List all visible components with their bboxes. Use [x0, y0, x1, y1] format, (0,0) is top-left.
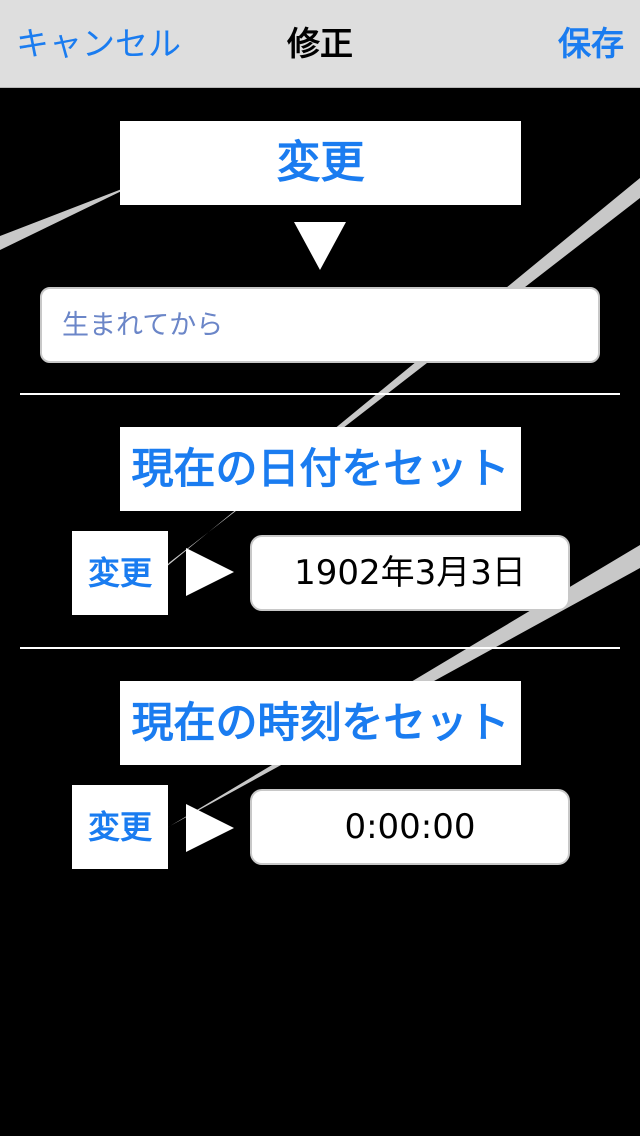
connector-line-date: [160, 178, 640, 572]
change-button-top[interactable]: 変更: [120, 121, 521, 205]
connector-line-top-left: [0, 182, 140, 250]
set-current-time-button[interactable]: 現在の時刻をセット: [120, 681, 521, 765]
save-button[interactable]: 保存: [558, 24, 624, 63]
set-current-date-button[interactable]: 現在の日付をセット: [120, 427, 521, 511]
right-arrow-icon: [186, 804, 234, 852]
down-arrow-icon: [294, 222, 346, 270]
description-input[interactable]: [40, 287, 600, 363]
divider: [20, 647, 620, 649]
right-arrow-icon: [186, 548, 234, 596]
change-time-button[interactable]: 変更: [72, 785, 168, 869]
change-date-button[interactable]: 変更: [72, 531, 168, 615]
navigation-bar: キャンセル 修正 保存: [0, 0, 640, 88]
date-value-field[interactable]: 1902年3月3日: [250, 535, 570, 611]
time-value-field[interactable]: 0:00:00: [250, 789, 570, 865]
cancel-button[interactable]: キャンセル: [16, 24, 181, 63]
divider: [20, 393, 620, 395]
